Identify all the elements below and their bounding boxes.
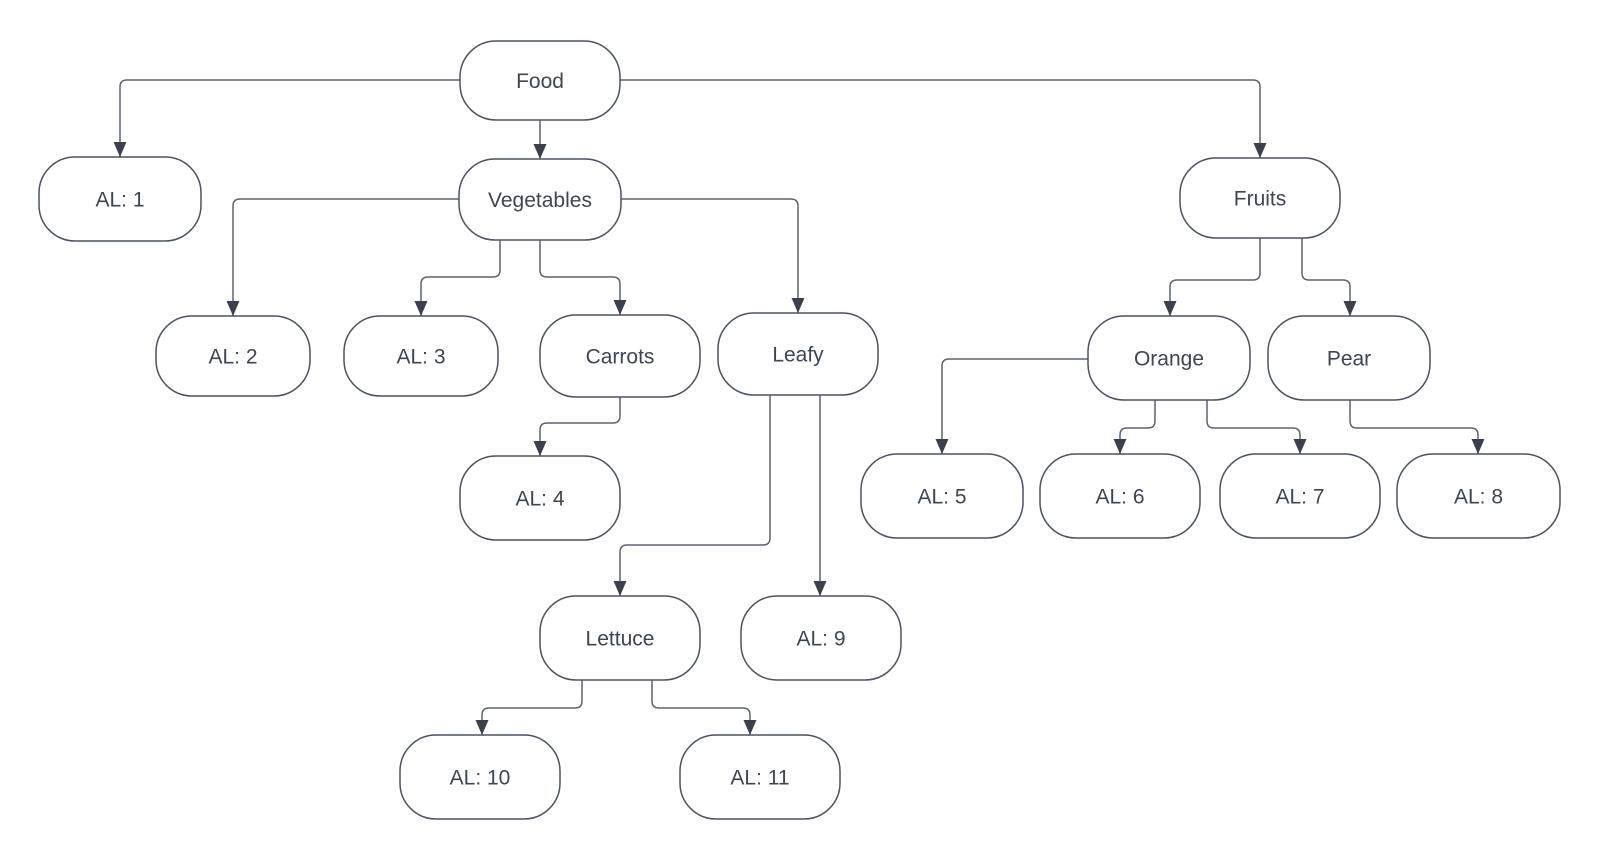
node-label: AL: 5 [917,485,966,508]
edge-leafy-lettuce [613,395,771,596]
node-al-7[interactable]: AL: 7 [1219,453,1381,539]
node-shape[interactable] [1087,315,1251,401]
node-label: AL: 8 [1454,485,1503,508]
node-al-10[interactable]: AL: 10 [399,734,561,820]
node-shape[interactable] [740,595,902,681]
node-shape[interactable] [1396,453,1561,539]
node-shape[interactable] [459,455,621,541]
node-shape[interactable] [343,315,499,397]
node-label: AL: 3 [396,345,445,368]
node-label: Orange [1134,347,1204,370]
edge-vegetables-leafy [621,198,805,313]
node-label: AL: 11 [730,766,789,789]
node-label: Fruits [1234,187,1287,210]
edge-vegetables-al-2 [226,198,459,316]
node-al-3[interactable]: AL: 3 [343,315,499,397]
node-shape[interactable] [717,312,879,396]
edge-fruits-orange [1163,238,1261,316]
node-shape[interactable] [1267,315,1431,401]
edge-vegetables-al-3 [414,240,501,316]
node-label: AL: 1 [95,188,144,211]
node-shape[interactable] [399,734,561,820]
node-al-9[interactable]: AL: 9 [740,595,902,681]
edge-carrots-al-4 [533,397,621,456]
edge-pear-al-8 [1349,400,1485,454]
node-al-4[interactable]: AL: 4 [459,455,621,541]
node-fruits[interactable]: Fruits [1179,157,1341,239]
node-shape[interactable] [1219,453,1381,539]
node-al-2[interactable]: AL: 2 [155,315,311,397]
node-leafy[interactable]: Leafy [717,312,879,396]
node-al-8[interactable]: AL: 8 [1396,453,1561,539]
node-shape[interactable] [1179,157,1341,239]
edge-food-al-1 [113,79,460,157]
node-label: AL: 4 [515,487,564,510]
node-pear[interactable]: Pear [1267,315,1431,401]
node-label: AL: 10 [450,766,511,789]
node-label: Leafy [772,343,824,366]
node-shape[interactable] [679,734,841,820]
node-label: Vegetables [488,189,592,212]
node-orange[interactable]: Orange [1087,315,1251,401]
node-food[interactable]: Food [459,40,621,121]
node-shape[interactable] [155,315,311,397]
edge-food-fruits [620,79,1267,158]
node-label: AL: 6 [1095,485,1144,508]
node-vegetables[interactable]: Vegetables [458,158,622,241]
node-al-5[interactable]: AL: 5 [860,453,1024,539]
edges-layer [113,79,1485,735]
node-shape[interactable] [860,453,1024,539]
edge-orange-al-6 [1113,400,1156,454]
node-label: AL: 7 [1275,485,1324,508]
edge-lettuce-al-11 [651,680,757,735]
node-shape[interactable] [459,40,621,121]
node-shape[interactable] [539,595,701,681]
edge-vegetables-carrots [539,240,627,315]
node-label: Lettuce [586,627,655,650]
node-label: AL: 9 [796,627,845,650]
node-al-1[interactable]: AL: 1 [38,156,202,242]
node-al-11[interactable]: AL: 11 [679,734,841,820]
edge-orange-al-5 [935,358,1088,454]
node-label: Pear [1327,347,1371,370]
node-label: Food [516,70,564,93]
node-al-6[interactable]: AL: 6 [1039,453,1201,539]
node-carrots[interactable]: Carrots [539,314,701,398]
node-label: Carrots [586,345,655,368]
edge-orange-al-7 [1206,400,1307,454]
node-shape[interactable] [1039,453,1201,539]
node-label: AL: 2 [208,345,257,368]
edge-fruits-pear [1301,238,1357,316]
node-shape[interactable] [458,158,622,241]
edge-lettuce-al-10 [475,680,583,735]
node-shape[interactable] [539,314,701,398]
node-shape[interactable] [38,156,202,242]
node-lettuce[interactable]: Lettuce [539,595,701,681]
